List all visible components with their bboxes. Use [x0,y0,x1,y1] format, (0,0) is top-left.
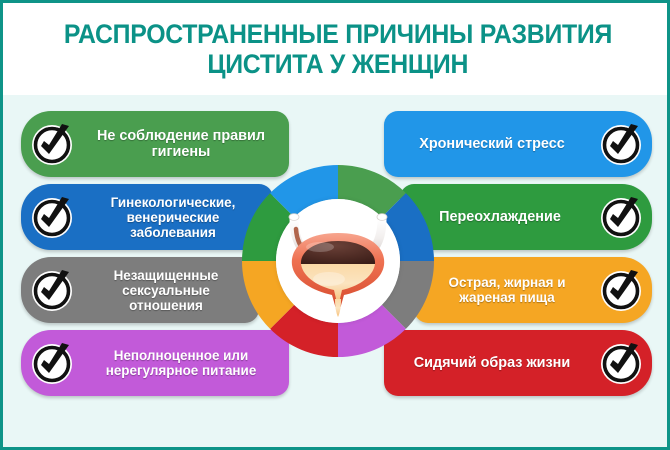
cause-label: Острая, жирная и жареная пища [448,274,566,305]
checkmark-badge-icon [28,266,76,314]
cause-pill-right-4[interactable]: Сидячий образ жизни [384,330,652,396]
cause-pill-left-3[interactable]: Незащищенные сексуальные отношения [21,257,259,323]
segment-stress [270,165,338,218]
segment-hygiene [338,165,406,218]
cause-pill-right-2[interactable]: Переохлаждение [400,184,652,250]
cause-label: Неполноценное или нерегулярное питание [105,347,257,378]
cause-pill-left-2[interactable]: Гинекологические, венерические заболеван… [21,184,273,250]
bladder-anatomy-illustration [274,203,402,321]
cause-label: Гинекологические, венерические заболеван… [110,193,236,240]
segment-unprotected [381,261,434,329]
center-ring [242,165,434,357]
cause-pill-left-1[interactable]: Не соблюдение правил гигиены [21,111,289,177]
cause-label: Не соблюдение правил гигиены [96,127,266,160]
page-title-line-2: ЦИСТИТА У ЖЕНЩИН [207,49,469,79]
checkmark-badge-icon [597,266,645,314]
center-ring-svg [242,165,434,357]
cause-pill-right-3[interactable]: Острая, жирная и жареная пища [414,257,652,323]
title-band: РАСПРОСТРАНЕННЫЕ ПРИЧИНЫ РАЗВИТИЯ ЦИСТИТ… [3,3,667,95]
cause-label: Незащищенные сексуальные отношения [113,266,219,313]
segment-gyn [381,193,434,261]
checkmark-badge-icon [28,339,76,387]
segment-nutrition [338,304,406,357]
segment-food [242,261,295,329]
checkmark-badge-icon [597,339,645,387]
segment-sedentary [270,304,338,357]
checkmark-badge-icon [597,120,645,168]
cause-label: Сидячий образ жизни [413,354,571,371]
checkmark-badge-icon [597,193,645,241]
cause-label: Хронический стресс [419,135,565,152]
cause-label: Переохлаждение [439,208,561,225]
cause-pill-right-1[interactable]: Хронический стресс [384,111,652,177]
checkmark-badge-icon [28,193,76,241]
cause-pill-left-4[interactable]: Неполноценное или нерегулярное питание [21,330,289,396]
page-title-line-1: РАСПРОСТРАНЕННЫЕ ПРИЧИНЫ РАЗВИТИЯ [63,19,613,49]
segment-cold [242,193,295,261]
checkmark-badge-icon [28,120,76,168]
